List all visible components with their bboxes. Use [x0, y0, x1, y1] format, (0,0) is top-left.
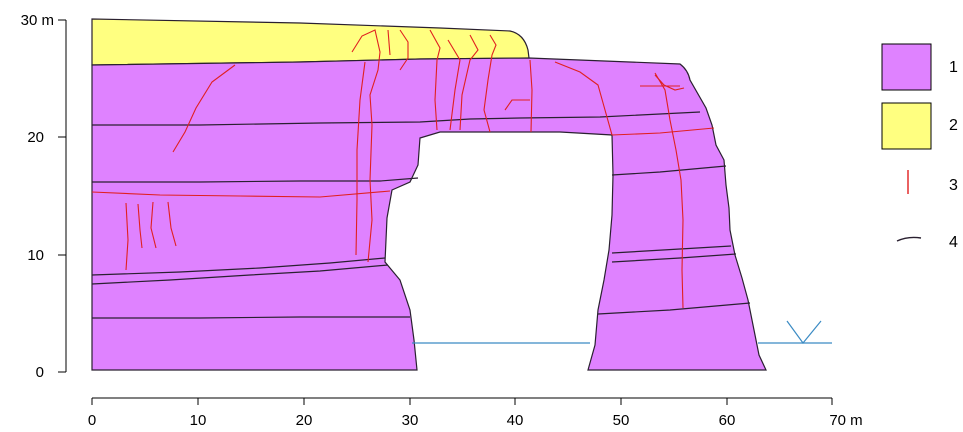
- legend-item: 2: [881, 102, 958, 150]
- x-tick-label: 20: [296, 412, 313, 429]
- y-tick-label: 20: [27, 129, 44, 146]
- legend-item: 1: [881, 43, 958, 91]
- x-tick-label: 60: [719, 412, 736, 429]
- x-tick-label: 30: [402, 412, 419, 429]
- y-tick-label: 0: [36, 364, 44, 381]
- fissures: [91, 29, 715, 309]
- x-axis: [91, 397, 833, 405]
- legend-swatch: [881, 43, 932, 91]
- x-tick-label: 70 m: [829, 412, 862, 429]
- y-tick-label: 10: [27, 247, 44, 264]
- water-level: [412, 320, 832, 344]
- x-tick-label: 0: [88, 412, 96, 429]
- rock-arch: [91, 57, 767, 371]
- legend: 1 2 3 4: [881, 43, 958, 251]
- legend-swatch: [881, 102, 932, 150]
- legend-label: 4: [949, 234, 958, 251]
- legend-item: 3: [907, 170, 958, 194]
- legend-label: 1: [949, 59, 958, 76]
- water-level-marker: [786, 320, 822, 344]
- y-axis: [58, 19, 67, 373]
- legend-label: 3: [949, 177, 958, 194]
- legend-item: 4: [896, 234, 958, 251]
- y-tick-label: 30 m: [21, 12, 54, 29]
- x-tick-label: 10: [190, 412, 207, 429]
- x-tick-label: 50: [613, 412, 630, 429]
- x-tick-label: 40: [507, 412, 524, 429]
- legend-swatch: [896, 236, 922, 242]
- legend-label: 2: [949, 117, 958, 134]
- bedding-planes: [91, 111, 751, 319]
